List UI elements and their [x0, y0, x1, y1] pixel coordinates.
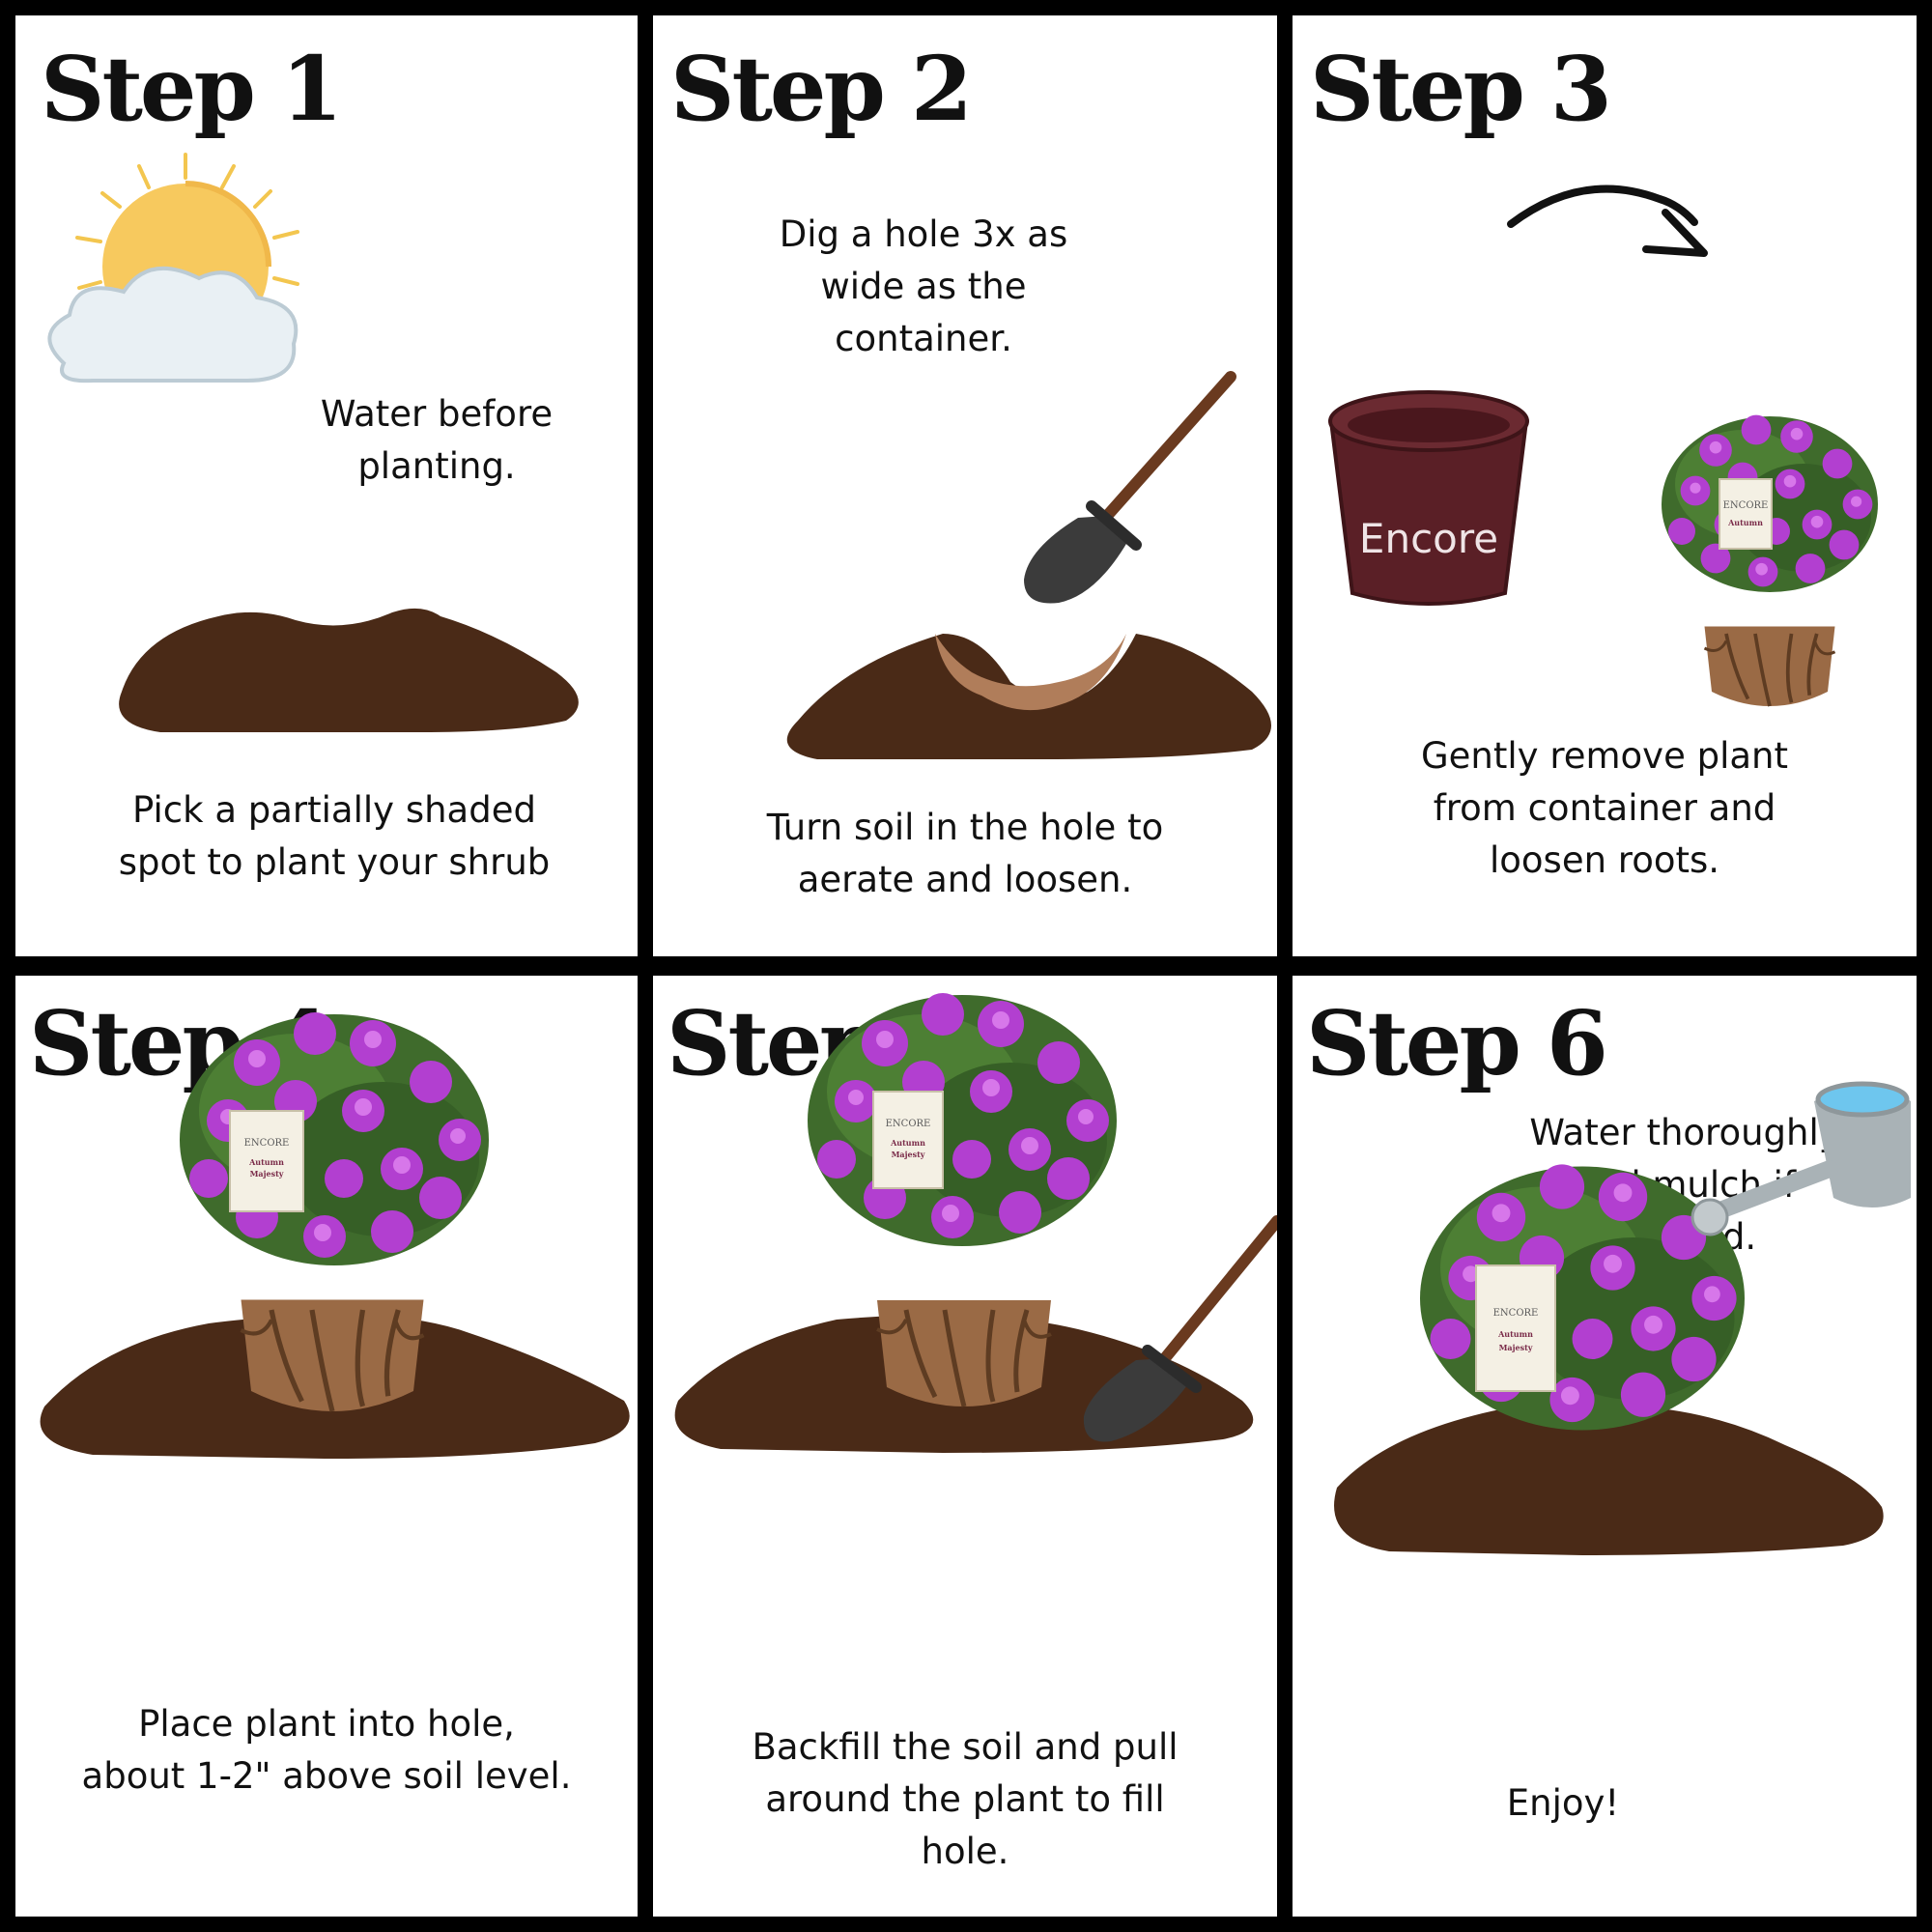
step-note: Dig a hole 3x as wide as the container. [779, 213, 1068, 359]
svg-text:ENCORE: ENCORE [244, 1138, 290, 1149]
svg-text:ENCORE: ENCORE [886, 1119, 931, 1129]
plant-pot: Encore [1328, 390, 1529, 606]
step-4-panel: Step 4 ENCORE Autumn Majesty Place plant… [15, 976, 638, 1917]
step-6-illustration: ENCORE Autumn Majesty [1334, 1081, 1911, 1555]
svg-text:ENCORE: ENCORE [1493, 1308, 1539, 1319]
curved-arrow-icon [1507, 185, 1708, 257]
step-5-illustration: ENCORE Autumn Majesty [674, 993, 1277, 1453]
step-caption: Turn soil in the hole to aerate and loos… [766, 807, 1164, 900]
watering-can-icon [1690, 1081, 1911, 1236]
step-caption: Place plant into hole, about 1-2" above … [81, 1703, 572, 1797]
step-caption: Enjoy! [1506, 1782, 1620, 1824]
plant-tag [1719, 478, 1773, 550]
svg-text:Autumn: Autumn [890, 1138, 925, 1148]
step-title: Step 1 [41, 37, 343, 141]
step-5-panel: Step 5 ENCORE Autumn Majesty Backfill th… [653, 976, 1277, 1917]
plant-tag [872, 1091, 944, 1189]
svg-text:Autumn: Autumn [1497, 1329, 1533, 1339]
step-note: Water before planting. [320, 393, 554, 487]
step-title: Step 2 [670, 37, 973, 141]
svg-text:Autumn: Autumn [248, 1157, 284, 1167]
azalea-plant: ENCORE Autumn [1662, 414, 1878, 708]
step-caption: Pick a partially shaded spot to plant yo… [118, 789, 551, 883]
pot-label: Encore [1359, 515, 1498, 562]
hole [935, 634, 1126, 711]
step-caption: Gently remove plant from container and l… [1421, 735, 1788, 881]
soil-mound [1334, 1404, 1884, 1555]
step-6-panel: Step 6 Water thoroughly and mulch if des… [1293, 976, 1917, 1917]
svg-text:ENCORE: ENCORE [1723, 500, 1769, 511]
step-3-illustration: Encore ENCORE Autumn [1328, 185, 1878, 708]
azalea-plant: ENCORE Autumn Majesty [808, 993, 1117, 1406]
cloud-icon [47, 266, 298, 384]
azalea-plant: ENCORE Autumn Majesty [180, 1012, 489, 1411]
svg-text:Majesty: Majesty [1499, 1343, 1533, 1352]
step-1-illustration [47, 153, 579, 732]
step-1-panel: Step 1 Water before planting. Pick a par [15, 15, 638, 956]
svg-text:Majesty: Majesty [250, 1169, 284, 1179]
step-3-panel: Step 3 Encore ENCORE Autumn Gently remov… [1293, 15, 1917, 956]
azalea-plant: ENCORE Autumn Majesty [1420, 1164, 1745, 1431]
step-caption: Backfill the soil and pull around the pl… [752, 1726, 1179, 1872]
step-4-illustration: ENCORE Autumn Majesty [40, 1012, 630, 1459]
svg-text:Autumn: Autumn [1727, 518, 1763, 527]
svg-text:Majesty: Majesty [892, 1150, 925, 1159]
shovel-icon [1083, 1215, 1277, 1442]
step-2-illustration [786, 371, 1271, 759]
plant-tag [1475, 1264, 1556, 1392]
shovel-icon [1024, 371, 1236, 604]
soil-mound [119, 608, 579, 732]
step-title: Step 3 [1310, 37, 1612, 141]
plant-tag [229, 1110, 304, 1212]
step-title: Step 6 [1306, 991, 1608, 1095]
step-2-panel: Step 2 Dig a hole 3x as wide as the cont… [653, 15, 1277, 956]
